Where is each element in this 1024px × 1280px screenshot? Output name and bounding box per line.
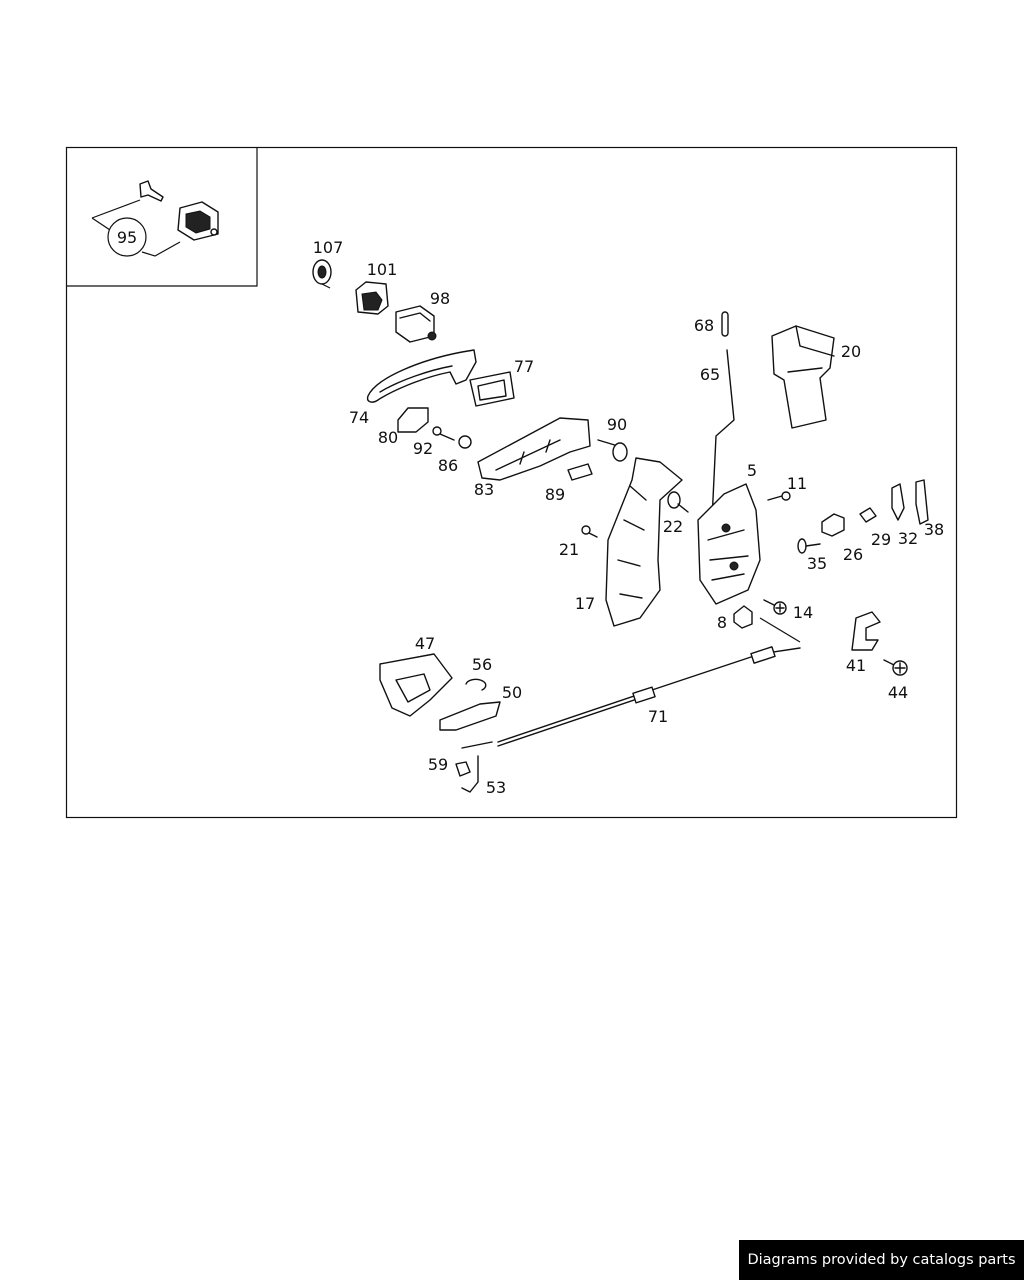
part-17-frame bbox=[605, 457, 683, 627]
callout-80: 80 bbox=[378, 428, 398, 447]
part-80-gasket bbox=[397, 407, 429, 433]
part-11-screw bbox=[767, 491, 791, 501]
inset-key-lock-group: 95 bbox=[91, 180, 219, 257]
callout-21: 21 bbox=[559, 540, 579, 559]
callout-65: 65 bbox=[700, 365, 720, 384]
part-71-cable bbox=[497, 647, 801, 743]
callout-83: 83 bbox=[474, 480, 494, 499]
callout-32: 32 bbox=[898, 529, 918, 548]
callout-86: 86 bbox=[438, 456, 458, 475]
callout-14: 14 bbox=[793, 603, 813, 622]
callout-101: 101 bbox=[367, 260, 398, 279]
callout-50: 50 bbox=[502, 683, 522, 702]
callout-71: 71 bbox=[648, 707, 668, 726]
part-83-carrier bbox=[477, 417, 591, 481]
part-21-screw bbox=[581, 525, 598, 538]
callout-20: 20 bbox=[841, 342, 861, 361]
part-107-group bbox=[312, 259, 332, 289]
callout-53: 53 bbox=[486, 778, 506, 797]
callout-74: 74 bbox=[349, 408, 369, 427]
part-26-striker bbox=[821, 513, 845, 537]
key-part bbox=[139, 180, 164, 202]
callout-circle-95 bbox=[107, 217, 147, 257]
part-92-screw bbox=[432, 426, 455, 441]
part-68-pin bbox=[721, 311, 729, 337]
callout-77: 77 bbox=[514, 357, 534, 376]
part-35-bolt bbox=[797, 538, 821, 554]
part-77-recess bbox=[469, 371, 515, 407]
part-50-handle bbox=[439, 701, 501, 731]
part-59-clip bbox=[455, 761, 471, 777]
callout-95: 95 bbox=[117, 228, 137, 247]
part-22-bolt bbox=[667, 491, 689, 513]
inset-frame bbox=[66, 147, 258, 287]
callout-90: 90 bbox=[607, 415, 627, 434]
callout-44: 44 bbox=[888, 683, 908, 702]
part-14-screw bbox=[763, 599, 787, 615]
part-90-bolt bbox=[597, 439, 628, 462]
part-74-handle bbox=[366, 349, 477, 403]
callout-22: 22 bbox=[663, 517, 683, 536]
callout-8: 8 bbox=[717, 613, 727, 632]
lock-cylinder-face bbox=[185, 210, 211, 234]
callout-92: 92 bbox=[413, 439, 433, 458]
callout-11: 11 bbox=[787, 474, 807, 493]
diagram-frame bbox=[65, 146, 958, 819]
callout-35: 35 bbox=[807, 554, 827, 573]
part-47-housing bbox=[379, 653, 453, 717]
callout-98: 98 bbox=[430, 289, 450, 308]
callout-17: 17 bbox=[575, 594, 595, 613]
part-5-lock bbox=[697, 483, 761, 605]
callout-41: 41 bbox=[846, 656, 866, 675]
part-38-plate bbox=[915, 479, 929, 525]
part-20-cover bbox=[771, 325, 835, 429]
credit-banner: Diagrams provided by catalogs parts bbox=[739, 1240, 1024, 1280]
part-41-bracket bbox=[851, 611, 881, 651]
part-101-group bbox=[355, 281, 389, 315]
callout-29: 29 bbox=[871, 530, 891, 549]
part-86-bushing bbox=[458, 435, 472, 449]
part-8-bracket bbox=[733, 605, 753, 629]
callout-47: 47 bbox=[415, 634, 435, 653]
part-53-rod bbox=[461, 741, 493, 793]
callout-56: 56 bbox=[472, 655, 492, 674]
callout-59: 59 bbox=[428, 755, 448, 774]
part-98-group bbox=[395, 305, 437, 343]
callout-26: 26 bbox=[843, 545, 863, 564]
part-65-rod bbox=[711, 349, 735, 521]
callout-38: 38 bbox=[924, 520, 944, 539]
callout-5: 5 bbox=[747, 461, 757, 480]
callout-107: 107 bbox=[313, 238, 344, 257]
part-29-clip bbox=[859, 507, 877, 523]
callout-89: 89 bbox=[545, 485, 565, 504]
part-44-screw bbox=[883, 659, 908, 676]
part-89-clip bbox=[567, 463, 593, 481]
callout-68: 68 bbox=[694, 316, 714, 335]
part-56-clip bbox=[465, 678, 487, 691]
part-32-plate bbox=[891, 483, 905, 521]
